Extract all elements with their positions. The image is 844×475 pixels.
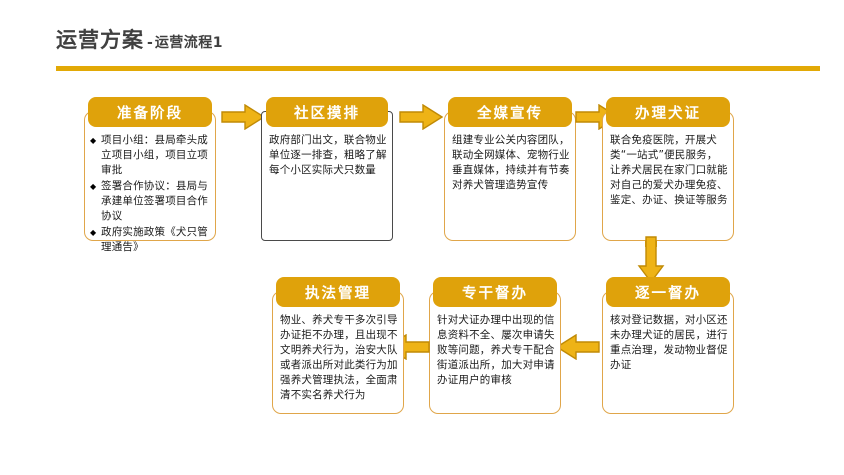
title-underline-rule <box>56 66 820 71</box>
flow-node-content: 核对登记数据，对小区还未办理犬证的居民，进行重点治理，发动物业督促办证 <box>610 314 728 371</box>
flow-node-law-enforcement[interactable]: 执法管理 物业、养犬专干多次引导办证拒不办理，且出现不文明养犬行为，治安大队或者… <box>272 277 404 414</box>
arrow-right-2-to-3 <box>399 104 443 130</box>
page-title-dash: - <box>147 35 153 51</box>
flow-node-dog-license[interactable]: 办理犬证 联合免疫医院，开展犬类“一站式”便民服务，让养犬居民在家门口就能对自己… <box>602 97 734 241</box>
flow-node-body <box>444 111 576 241</box>
flow-node-content: 针对犬证办理中出现的信息资料不全、屡次申请失败等问题，养犬专干配合街道派出所，加… <box>437 314 555 386</box>
page-title-main: 运营方案 <box>56 28 144 52</box>
flow-node-specialist-supervision[interactable]: 专干督办 针对犬证办理中出现的信息资料不全、屡次申请失败等问题，养犬专干配合街道… <box>429 277 561 414</box>
flow-node-title: 办理犬证 <box>606 97 730 127</box>
bullet-item: 项目小组：县局牵头成立项目小组，项目立项审批 <box>90 133 212 178</box>
flow-node-one-by-one-supervision[interactable]: 逐一督办 核对登记数据，对小区还未办理犬证的居民，进行重点治理，发动物业督促办证 <box>602 277 734 414</box>
flow-node-media-promotion[interactable]: 全媒宣传 组建专业公关内容团队，联动全网媒体、宠物行业垂直媒体，持续并有节奏对养… <box>444 97 576 241</box>
flow-node-title: 执法管理 <box>276 277 400 307</box>
arrow-right-1-to-2 <box>221 104 265 130</box>
page-title-sub: 运营流程1 <box>154 35 224 51</box>
flow-node-content: 组建专业公关内容团队，联动全网媒体、宠物行业垂直媒体，持续并有节奏对养犬管理造势… <box>452 134 570 191</box>
flow-node-title: 逐一督办 <box>606 277 730 307</box>
flow-node-prepare[interactable]: 准备阶段 项目小组：县局牵头成立项目小组，项目立项审批 签署合作协议：县局与承建… <box>84 97 216 253</box>
flow-node-title: 全媒宣传 <box>448 97 572 127</box>
flow-node-title: 准备阶段 <box>88 97 212 127</box>
flow-node-content: 联合免疫医院，开展犬类“一站式”便民服务，让养犬居民在家门口就能对自己的爱犬办理… <box>610 134 728 206</box>
flow-node-content: 项目小组：县局牵头成立项目小组，项目立项审批 签署合作协议：县局与承建单位签署项… <box>90 133 212 256</box>
flow-node-body <box>272 291 404 414</box>
flow-node-title: 社区摸排 <box>266 97 388 127</box>
flow-node-content: 物业、养犬专干多次引导办证拒不办理，且出现不文明养犬行为，治安大队或者派出所对此… <box>280 314 398 401</box>
arrow-left-5-to-6 <box>556 334 600 360</box>
bullet-item: 签署合作协议：县局与承建单位签署项目合作协议 <box>90 179 212 224</box>
flow-node-body <box>261 111 393 241</box>
flow-node-community-survey[interactable]: 社区摸排 政府部门出文，联合物业单位逐一排查，粗略了解每个小区实际犬只数量 <box>261 97 393 241</box>
bullet-item: 政府实施政策《犬只管理通告》 <box>90 225 212 255</box>
arrow-down-4-to-5 <box>637 236 665 284</box>
page-title: 运营方案 - 运营流程1 <box>56 24 223 54</box>
flow-node-content: 政府部门出文，联合物业单位逐一排查，粗略了解每个小区实际犬只数量 <box>269 134 387 176</box>
flow-node-title: 专干督办 <box>433 277 557 307</box>
